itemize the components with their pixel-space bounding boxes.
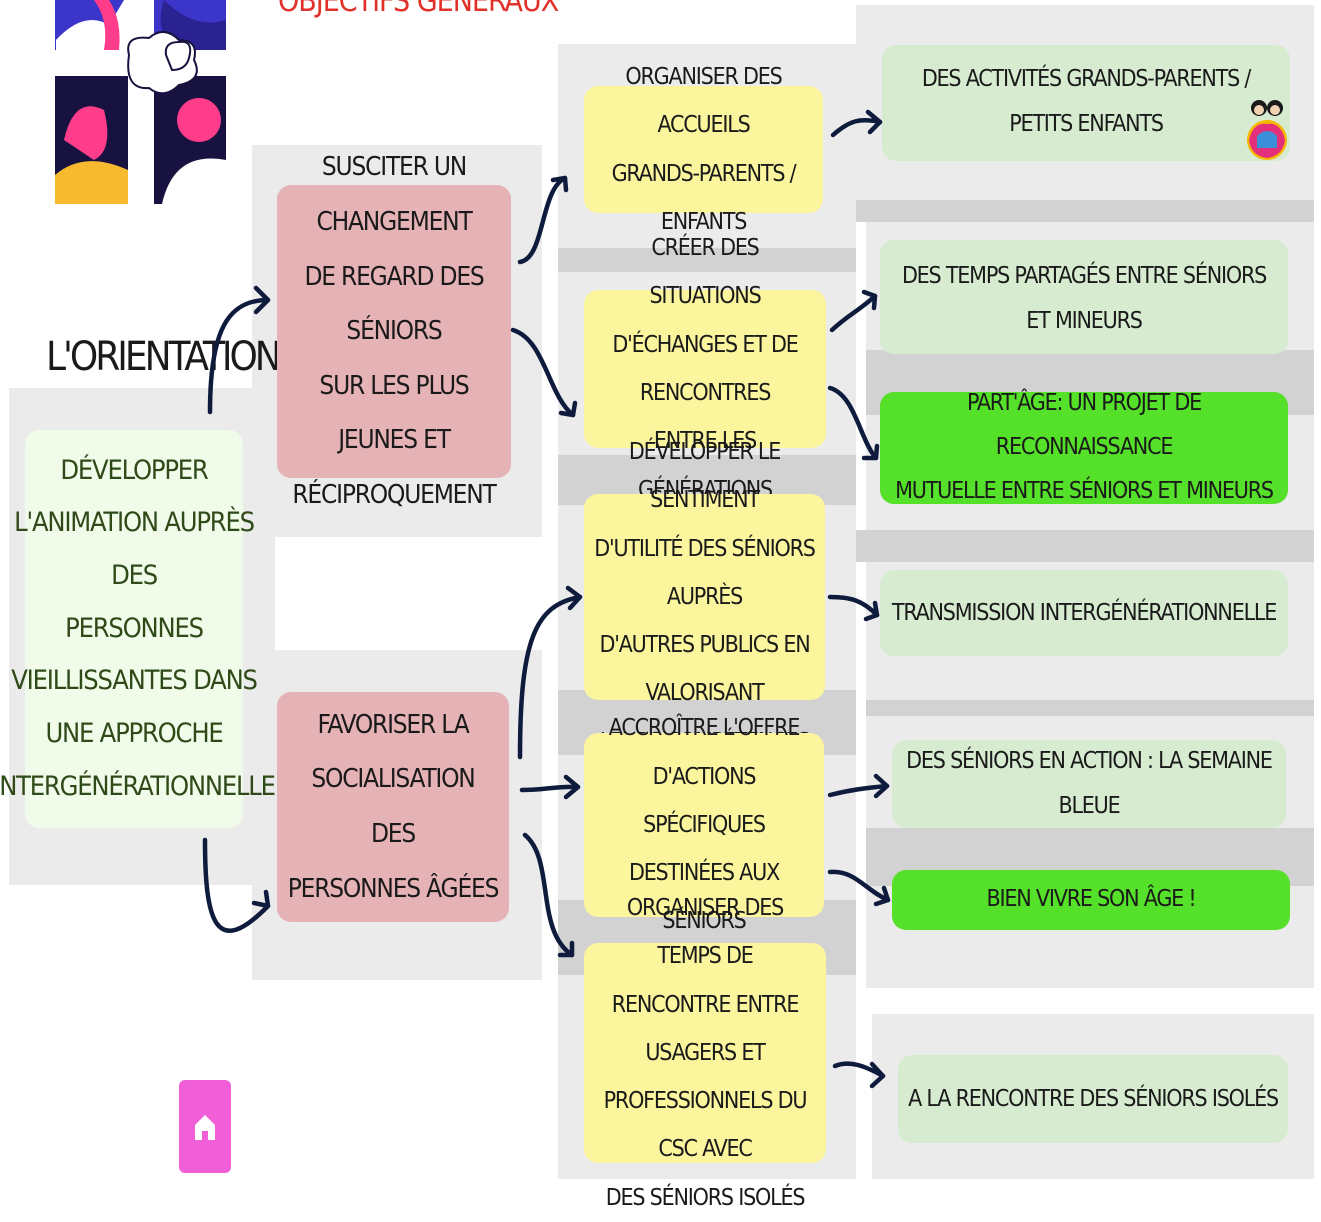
- operational-line: DÉVELOPPER LE SENTIMENT: [628, 438, 781, 514]
- action-line: MUTUELLE ENTRE SÉNIORS ET MINEURS: [895, 477, 1274, 504]
- operational-line: D'AUTRES PUBLICS EN VALORISANT: [599, 632, 810, 707]
- orientation-line: DÉVELOPPER: [60, 454, 208, 486]
- operational-line: ORGANISER DES ACCUEILS: [625, 63, 782, 139]
- arrow: [827, 385, 880, 461]
- action-label: A LA RENCONTRE DES SÉNIORS ISOLÉS: [908, 1085, 1279, 1112]
- orientation-label: L'ORIENTATION: [46, 334, 282, 380]
- arrow: [519, 774, 581, 800]
- orientation-line: PERSONNES: [65, 612, 204, 644]
- operational-line: ACCROÎTRE L'OFFRE: [608, 715, 801, 742]
- arrow: [829, 289, 878, 333]
- arrow: [827, 773, 890, 799]
- operational-box-accueils: ORGANISER DES ACCUEILS GRANDS-PARENTS / …: [584, 64, 823, 235]
- arrow: [830, 109, 883, 138]
- panel-divider: [866, 700, 1314, 716]
- arrow: [207, 285, 271, 415]
- arrow: [510, 327, 578, 418]
- home-icon: [195, 1114, 215, 1140]
- action-label: DES TEMPS PARTAGÉS ENTRE SÉNIORS ET MINE…: [901, 263, 1267, 334]
- page-title: OBJECTIFS GÉNÉRAUX: [278, 0, 559, 19]
- action-box-bien-vivre: BIEN VIVRE SON ÂGE !: [892, 870, 1290, 930]
- operational-line: ORGANISER DES TEMPS DE: [626, 894, 784, 970]
- orientation-line: VIEILLISSANTES DANS: [11, 665, 258, 697]
- arrow: [827, 594, 880, 622]
- operational-line: DES SÉNIORS ISOLÉS: [605, 1184, 806, 1211]
- action-box-seniors-isoles: A LA RENCONTRE DES SÉNIORS ISOLÉS: [898, 1055, 1288, 1143]
- panel-divider: [856, 200, 1314, 222]
- arrow: [202, 837, 271, 933]
- operational-line: D'ACTIONS SPÉCIFIQUES: [643, 763, 766, 838]
- objective-box-regard: SUSCITER UN CHANGEMENT DE REGARD DES SÉN…: [277, 152, 511, 510]
- action-label: TRANSMISSION INTERGÉNÉRATIONNELLE: [891, 599, 1277, 626]
- operational-line: D'ÉCHANGES ET DE RENCONTRES: [612, 331, 798, 406]
- operational-line: PROFESSIONNELS DU CSC AVEC: [603, 1088, 808, 1163]
- arrow: [832, 1061, 886, 1089]
- operational-box-offre: ACCROÎTRE L'OFFRE D'ACTIONS SPÉCIFIQUES …: [584, 715, 824, 934]
- intergenerational-people-icon: [1247, 100, 1287, 160]
- objective-line: RÉCIPROQUEMENT: [292, 479, 496, 510]
- objective-line: SOCIALISATION DES: [311, 764, 475, 849]
- operational-line: GRANDS-PARENTS / ENFANTS: [611, 160, 797, 235]
- arrow: [517, 585, 583, 760]
- operational-box-echanges: CRÉER DES SITUATIONS D'ÉCHANGES ET DE RE…: [584, 235, 826, 503]
- action-box-activites: DES ACTIVITÉS GRANDS-PARENTS / PETITS EN…: [882, 45, 1290, 161]
- action-label: DES ACTIVITÉS GRANDS-PARENTS / PETITS EN…: [921, 66, 1252, 137]
- action-box-partage: PART'ÂGE: UN PROJET DE RECONNAISSANCE MU…: [880, 390, 1288, 504]
- connector-arrows: [202, 109, 891, 1089]
- operational-line: D'UTILITÉ DES SÉNIORS AUPRÈS: [594, 535, 816, 610]
- objective-line: DE REGARD DES SÉNIORS: [304, 261, 484, 347]
- operational-line: RENCONTRE ENTRE USAGERS ET: [611, 991, 800, 1066]
- panel-divider: [856, 530, 1314, 562]
- action-box-semaine-bleue: DES SÉNIORS EN ACTION : LA SEMAINE BLEUE: [892, 740, 1286, 828]
- orientation-line: L'ANIMATION AUPRÈS DES: [14, 507, 255, 592]
- action-label: DES SÉNIORS EN ACTION : LA SEMAINE BLEUE: [906, 748, 1273, 819]
- orientation-line: INTERGÉNÉRATIONNELLE: [0, 770, 276, 802]
- action-box-transmission: TRANSMISSION INTERGÉNÉRATIONNELLE: [880, 570, 1288, 656]
- panel-divider: [558, 248, 856, 272]
- arrow: [517, 175, 569, 265]
- objective-line: SUSCITER UN CHANGEMENT: [316, 152, 472, 238]
- home-button[interactable]: [179, 1080, 231, 1173]
- people-talking-illustration: [55, 0, 226, 204]
- arrow: [827, 869, 891, 907]
- orientation-line: UNE APPROCHE: [45, 717, 223, 749]
- orientation-box: DÉVELOPPER L'ANIMATION AUPRÈS DES PERSON…: [0, 430, 276, 828]
- action-line: PART'ÂGE: UN PROJET DE RECONNAISSANCE: [967, 390, 1202, 461]
- action-box-temps-partages: DES TEMPS PARTAGÉS ENTRE SÉNIORS ET MINE…: [880, 240, 1288, 354]
- operational-line: CRÉER DES SITUATIONS: [649, 235, 761, 310]
- objective-line: PERSONNES ÂGÉES: [287, 873, 500, 904]
- operational-line: DESTINÉES AUX SÉNIORS: [628, 860, 780, 935]
- objective-line: SUR LES PLUS JEUNES ET: [319, 370, 469, 456]
- arrow: [522, 832, 575, 958]
- objective-box-socialisation: FAVORISER LA SOCIALISATION DES PERSONNES…: [277, 692, 509, 922]
- objective-line: FAVORISER LA: [317, 709, 469, 740]
- action-label: BIEN VIVRE SON ÂGE !: [986, 886, 1196, 913]
